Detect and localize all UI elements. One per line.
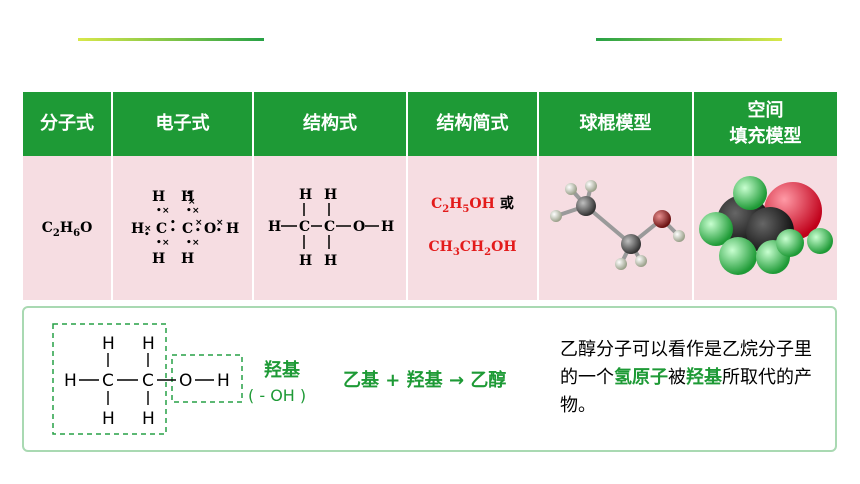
simple-formula-1: C2H5OH: [431, 196, 495, 215]
ball-stick-model-image: [549, 180, 685, 270]
svg-text:H: H: [299, 253, 312, 269]
header-space-filling-line2: 填充模型: [729, 126, 802, 147]
svg-text:H: H: [102, 409, 115, 429]
svg-text:•: •: [186, 238, 192, 248]
header-electron-formula: 电子式: [112, 92, 254, 156]
svg-text:•: •: [156, 238, 162, 248]
header-structural-formula: 结构式: [253, 92, 408, 156]
svg-text:C: C: [142, 371, 154, 391]
equation-hydroxyl: 羟基: [406, 370, 443, 391]
svg-text:H: H: [217, 371, 230, 391]
svg-text:H: H: [324, 187, 337, 203]
svg-text:C: C: [324, 219, 335, 235]
cell-simplified-formula: C2H5OH 或 CH3CH2OH: [407, 156, 539, 300]
svg-text:•: •: [186, 189, 192, 199]
hydroxyl-formula: ( - OH ): [248, 386, 307, 405]
molecular-formula-text: C2H6O: [41, 220, 93, 239]
svg-text:C: C: [102, 371, 114, 391]
simple-formula-2: CH3CH2OH: [428, 239, 517, 258]
svg-text:H: H: [181, 189, 194, 205]
svg-text:H: H: [181, 251, 194, 267]
svg-text:H: H: [268, 219, 281, 235]
description-text-2: 被: [668, 367, 686, 388]
svg-text:H: H: [324, 253, 337, 269]
cell-molecular-formula: C2H6O: [23, 156, 113, 300]
svg-text:×: ×: [144, 224, 152, 234]
svg-text:•: •: [195, 226, 201, 236]
svg-text:C: C: [156, 221, 167, 237]
decorative-line-left: [78, 38, 264, 41]
ethyl-group-dashed-box: [52, 323, 167, 435]
svg-text:•: •: [170, 226, 176, 236]
svg-text:×: ×: [195, 218, 203, 228]
svg-text:H: H: [142, 409, 155, 429]
svg-text:O: O: [353, 219, 365, 235]
svg-text:×: ×: [162, 206, 170, 216]
equation-plus: +: [385, 370, 401, 391]
header-simplified-formula: 结构简式: [407, 92, 539, 156]
cell-ball-stick-model: [538, 156, 694, 300]
table-header-row: 分子式 电子式 结构式 结构简式 球棍模型 空间 填充模型: [23, 92, 837, 156]
space-filling-model-image: [699, 176, 833, 275]
svg-text:H: H: [131, 221, 144, 237]
equation: 乙基 + 羟基 → 乙醇: [343, 366, 506, 392]
svg-text:H: H: [142, 334, 155, 354]
svg-text:H: H: [299, 187, 312, 203]
header-molecular-formula: 分子式: [23, 92, 113, 156]
cell-space-filling-model: [693, 156, 837, 300]
svg-text:×: ×: [216, 218, 224, 228]
svg-text:O: O: [204, 221, 216, 237]
svg-text:C: C: [299, 219, 310, 235]
description-highlight-hydroxyl: 羟基: [686, 367, 722, 388]
description-highlight-hydrogen: 氢原子: [614, 367, 668, 388]
header-space-filling-line1: 空间: [747, 100, 784, 121]
simple-formula-connector: 或: [499, 196, 514, 213]
svg-text:C: C: [182, 221, 193, 237]
header-ball-stick-model: 球棍模型: [538, 92, 694, 156]
svg-text:H: H: [381, 219, 394, 235]
svg-text:H: H: [64, 371, 77, 391]
hydroxyl-group-dashed-box: [171, 354, 243, 403]
svg-text:O: O: [179, 371, 192, 391]
svg-text:•: •: [216, 226, 222, 236]
svg-text:H: H: [152, 189, 165, 205]
svg-text:•: •: [156, 206, 162, 216]
svg-text:×: ×: [192, 238, 200, 248]
description-text-1: 乙醇分子可以看作是乙烷分子里的一个: [560, 339, 812, 388]
svg-text:•: •: [170, 218, 176, 228]
svg-text:×: ×: [188, 197, 196, 207]
svg-text:×: ×: [192, 206, 200, 216]
decorative-line-right: [596, 38, 782, 41]
equation-ethanol: 乙醇: [470, 370, 507, 391]
description-text-3: 所取代的产物。: [560, 367, 812, 416]
svg-text:•: •: [144, 230, 150, 240]
hydroxyl-label: 羟基: [264, 360, 300, 381]
svg-text:H: H: [102, 334, 115, 354]
equation-arrow: →: [448, 370, 465, 391]
header-space-filling-model: 空间 填充模型: [693, 92, 837, 156]
svg-text:•: •: [186, 206, 192, 216]
svg-text:×: ×: [162, 238, 170, 248]
description-paragraph: 乙醇分子可以看作是乙烷分子里的一个氢原子被羟基所取代的产物。: [560, 336, 820, 420]
svg-text:H: H: [152, 251, 165, 267]
hydroxyl-explanation-panel: [22, 306, 837, 452]
equation-ethyl: 乙基: [343, 370, 379, 391]
svg-text:H: H: [226, 221, 239, 237]
